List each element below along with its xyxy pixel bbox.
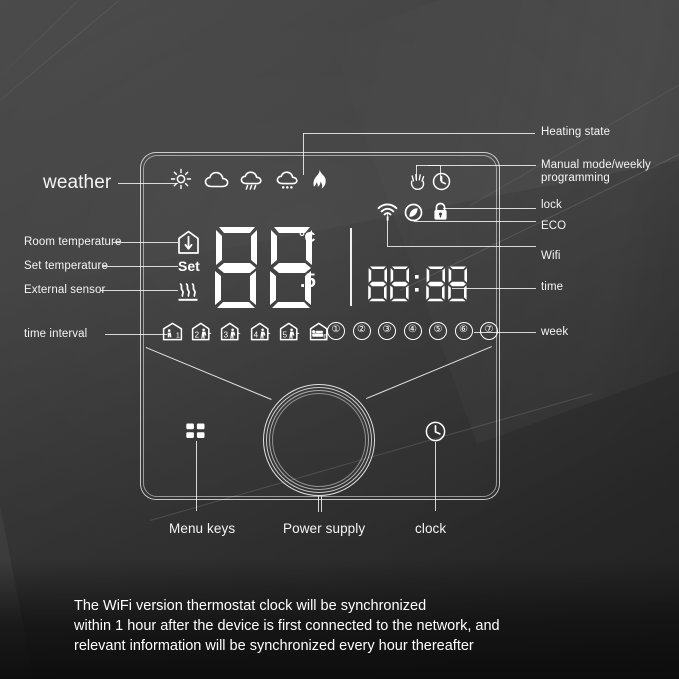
- week-day-7: ⑦: [480, 322, 498, 340]
- svg-text:1: 1: [176, 330, 180, 339]
- label-manual-mode-line1: Manual mode/weekly: [541, 159, 651, 171]
- leader-power-supply: [318, 496, 319, 512]
- eco-leaf-icon: [404, 203, 423, 222]
- label-manual-mode-line2: programming: [541, 172, 610, 184]
- leader-external-sensor: [100, 290, 178, 291]
- label-power-supply: Power supply: [283, 521, 366, 536]
- label-eco: ECO: [541, 220, 567, 232]
- label-week: week: [541, 326, 569, 338]
- leader-week: [474, 332, 536, 333]
- period-4-icon: 4: [250, 322, 272, 341]
- flame-icon: [311, 169, 328, 192]
- time-interval-icon-row: 1 2 3 4: [162, 320, 331, 342]
- hand-manual-icon: [409, 171, 427, 191]
- menu-grid-icon[interactable]: [186, 421, 206, 441]
- leader-weather: [118, 183, 178, 184]
- week-day-6: ⑥: [454, 322, 473, 340]
- temperature-digits: [215, 227, 312, 308]
- display-divider: [350, 228, 352, 306]
- floor-heating-icon: [176, 281, 200, 303]
- sun-icon: [170, 168, 192, 190]
- time-display: [366, 265, 474, 303]
- lock-icon: [432, 202, 449, 222]
- clock-schedule-icon: [432, 172, 451, 191]
- svg-text:2: 2: [194, 330, 199, 339]
- leader-clock: [435, 442, 436, 511]
- label-room-temperature: Room temperature: [24, 236, 122, 248]
- background-bottom-fade: [0, 559, 679, 679]
- svg-text:4: 4: [253, 330, 258, 339]
- leader-manual-horiz: [428, 165, 536, 166]
- wifi-icon: [377, 203, 398, 221]
- rain-cloud-icon: [240, 171, 266, 191]
- clock-icon[interactable]: [425, 421, 446, 442]
- leader-wifi-vert: [387, 213, 388, 246]
- period-5-icon: 5: [279, 322, 301, 341]
- temperature-display: [210, 224, 326, 310]
- leader-lock: [443, 208, 536, 209]
- label-manual-mode: Manual mode/weekly programming: [541, 159, 651, 185]
- thermostat-panel-outer: [140, 152, 500, 500]
- leader-heating-vert: [303, 133, 304, 175]
- label-wifi: Wifi: [541, 250, 561, 262]
- period-1-icon: 1: [162, 322, 183, 341]
- period-6-icon: 6: [309, 322, 331, 341]
- label-external-sensor: External sensor: [24, 284, 106, 296]
- label-set-temperature: Set temperature: [24, 260, 108, 272]
- time-digits: [368, 266, 467, 302]
- label-clock: clock: [415, 521, 447, 536]
- snow-cloud-icon: [276, 171, 302, 191]
- leader-time-interval: [105, 334, 167, 335]
- leader-menu-keys: [196, 441, 197, 511]
- week-day-5: ⑤: [429, 322, 447, 340]
- leader-wifi-horiz: [387, 246, 536, 247]
- leader-set-temp: [103, 266, 178, 267]
- label-heating-state: Heating state: [541, 126, 611, 138]
- power-ring-3: [269, 390, 369, 490]
- week-day-2: ②: [352, 322, 371, 340]
- leader-eco: [414, 221, 536, 222]
- footer-caption: The WiFi version thermostat clock will b…: [74, 596, 614, 656]
- leader-heating-horiz: [303, 133, 535, 134]
- power-ring-2: [266, 387, 372, 493]
- footer-line-2: within 1 hour after the device is first …: [74, 618, 500, 634]
- cloud-icon: [204, 171, 232, 189]
- svg-text:3: 3: [224, 330, 229, 339]
- leader-manual-bracket-left: [416, 165, 417, 181]
- svg-text:5: 5: [283, 330, 288, 339]
- house-thermometer-icon: [177, 230, 200, 255]
- week-day-1: ①: [327, 322, 345, 340]
- label-lock: lock: [541, 199, 562, 211]
- temperature-decimal: .5: [300, 271, 316, 292]
- leader-time: [452, 288, 536, 289]
- power-ring-outer: [263, 384, 375, 496]
- week-day-4: ④: [403, 322, 422, 340]
- weather-icon-row: [170, 166, 326, 194]
- label-time: time: [541, 281, 564, 293]
- week-day-row: ① ② ③ ④ ⑤ ⑥ ⑦: [327, 320, 498, 342]
- power-ring-inner: [272, 393, 366, 487]
- period-2-icon: 2: [191, 322, 213, 341]
- footer-line-1: The WiFi version thermostat clock will b…: [74, 598, 427, 614]
- label-menu-keys: Menu keys: [169, 521, 236, 536]
- period-3-icon: 3: [220, 322, 242, 341]
- week-day-3: ③: [378, 322, 396, 340]
- leader-power-supply-2: [321, 496, 322, 512]
- svg-text:6: 6: [323, 333, 327, 340]
- label-time-interval: time interval: [24, 328, 88, 340]
- footer-line-3: relevant information will be synchronize…: [74, 638, 474, 654]
- set-label: Set: [178, 258, 200, 274]
- label-weather: weather: [43, 172, 112, 193]
- temperature-unit: °C: [299, 229, 315, 246]
- power-ring-icon[interactable]: [263, 384, 375, 496]
- leader-room-temp: [113, 242, 178, 243]
